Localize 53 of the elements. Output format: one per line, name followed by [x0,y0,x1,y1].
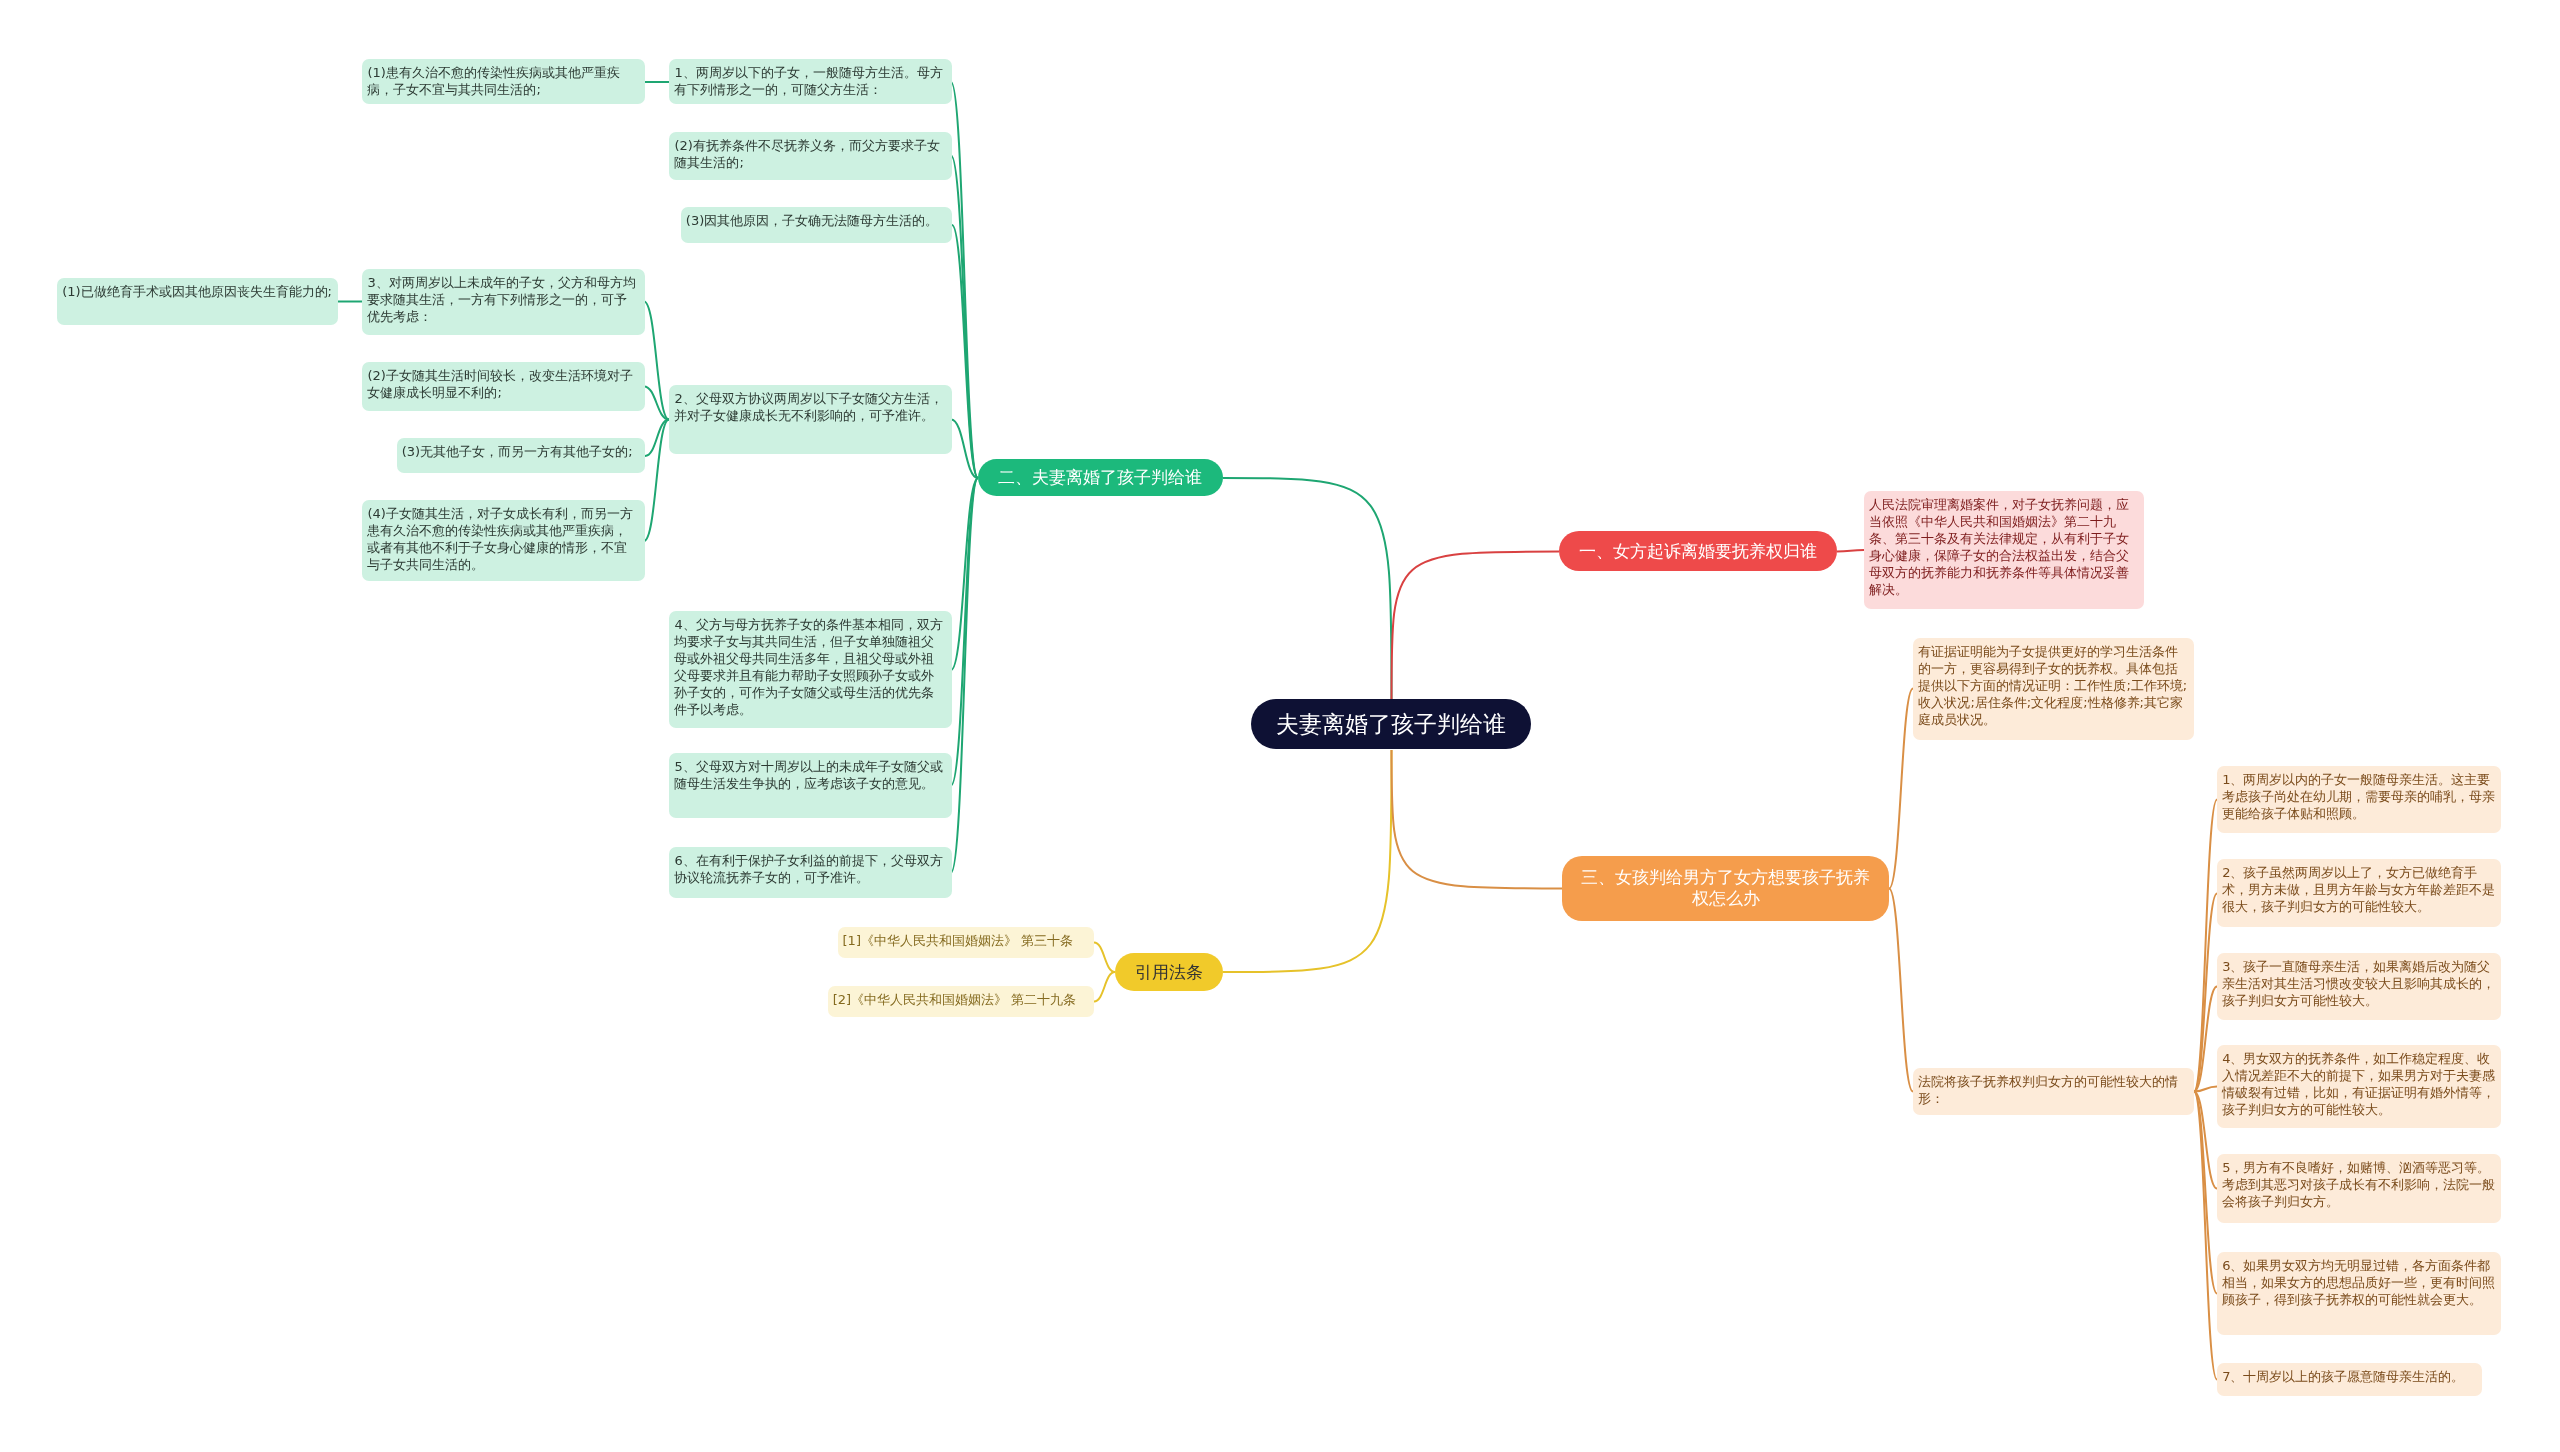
connector-line [950,81,979,479]
topic-box: (2)有抚养条件不尽抚养义务，而父方要求子女随其生活的; [669,132,952,180]
reference-box: [1]《中华人民共和国婚姻法》 第三十条 [837,927,1094,959]
topic-box: (4)子女随其生活，对子女成长有利，而另一方患有久治不愈的传染性疾病或其他严重疾病，或者有其他不利于子女身心健康的情形，不宜与子女共同生活的。 [362,499,645,582]
topic-box: 5，男方有不良嗜好，如赌博、汹酒等恶习等。考虑到其恶习对孩子成长有不利影响，法院一般会将孩子判归女方。 [2217,1154,2502,1223]
connector-line [950,477,979,874]
connector-line [950,418,979,479]
connector-line [951,224,979,479]
topic-box: 7、十周岁以上的孩子愿意随母亲生活的。 [2217,1363,2482,1396]
connector-line [643,300,670,421]
connector-line [1222,749,1393,973]
topic-box: 4、男女双方的抚养条件，如工作稳定程度、收入情况差距不大的前提下，如果男方对于夫妻感情破裂有过错，比如，有证据证明有婚外情等，孩子判归女方的可能性较大。 [2217,1044,2502,1129]
connector-line [1390,749,1563,890]
topic-box: 法院将孩子抚养权判归女方的可能性较大的情形： [1913,1067,2195,1116]
topic-box: 6、在有利于保护子女利益的前提下，父母双方协议轮流抚养子女的，可予准许。 [669,847,952,898]
connector-line [337,300,363,303]
branch-topic: 引用法条 [1115,953,1223,991]
connector-line [2193,1090,2218,1190]
central-topic: 夫妻离婚了孩子判给谁 [1250,698,1532,750]
connector-line [644,418,670,457]
connector-line [1888,887,1914,1093]
topic-box: 人民法院审理离婚案件，对子女抚养问题，应当依照《中华人民共和国婚姻法》第二十九条、第三十条及有关法律规定，从有利于子女身心健康，保障子女的合法权益出发，结合父母双方的抚养能力和抚养条件等具体情况妥善解决。 [1864,491,2144,609]
connector-line [643,418,670,542]
topic-box: (3)因其他原因，子女确无法随母方生活的。 [680,207,952,244]
connector-line [2193,1085,2218,1093]
topic-box: 4、父方与母方抚养子女的条件基本相同，双方均要求子女与其共同生活，但子女单独随祖父母或外祖父母共同生活多年，且祖父母或外祖父母要求并且有能力帮助子女照顾孙子女或外孙子女的，可作为子女随父或母生活的优先条件予以考虑。 [669,610,952,729]
topic-box: 3、对两周岁以上未成年的子女，父方和母方均要求随其生活，一方有下列情形之一的，可予优先考虑： [362,269,645,335]
connector-line [643,385,670,421]
connector-line [950,477,979,787]
branch-topic: 一、女方起诉离婚要抚养权归谁 [1559,530,1837,572]
topic-box: 2、孩子虽然两周岁以上了，女方已做绝育手术，男方未做，且男方年龄与女方年龄差距不是很大，孩子判归女方的可能性较大。 [2217,858,2502,928]
topic-box: (2)子女随其生活时间较长，改变生活环境对子女健康成长明显不利的; [362,362,645,412]
topic-box: (1)已做绝育手术或因其他原因丧失生育能力的; [57,277,338,325]
topic-box: 1、两周岁以下的子女，一般随母方生活。母方有下列情形之一的，可随父方生活： [669,58,952,105]
topic-box: 6、如果男女双方均无明显过错，各方面条件都相当，如果女方的思想品质好一些，更有时间照顾孩子，得到孩子抚养权的可能性就会更大。 [2217,1252,2502,1336]
connector-line [1093,971,1116,1003]
topic-box: 有证据证明能为子女提供更好的学习生活条件的一方，更容易得到子女的抚养权。具体包括提供以下方面的情况证明：工作性质;工作环境;收入状况;居住条件;文化程度;性格修养;其它家庭成员状况。 [1913,638,2195,740]
connector-line [1093,941,1116,973]
topic-box: 5、父母双方对十周岁以上的未成年子女随父或随母生活发生争执的，应考虑该子女的意见。 [669,752,952,818]
connector-line [1390,550,1560,700]
connector-line [1888,687,1914,890]
topic-box: 2、父母双方协议两周岁以下子女随父方生活，并对子女健康成长无不利影响的，可予准许。 [669,385,952,454]
connector-line [2193,985,2218,1093]
connector-line [1836,549,1865,553]
topic-box: (3)无其他子女，而另一方有其他子女的; [396,437,645,474]
topic-box: 1、两周岁以内的子女一般随母亲生活。这主要考虑孩子尚处在幼儿期，需要母亲的哺乳，母亲更能给孩子体贴和照顾。 [2217,765,2502,833]
topic-box: 3、孩子一直随母亲生活，如果离婚后改为随父亲生活对其生活习惯改变较大且影响其成长的，孩子判归女方可能性较大。 [2217,953,2502,1021]
connector-line [643,81,670,83]
connector-line [950,477,979,671]
branch-topic: 三、女孩判给男方了女方想要孩子抚养权怎么办 [1562,855,1889,921]
topic-box: (1)患有久治不愈的传染性疾病或其他严重疾病，子女不宜与其共同生活的; [362,58,645,105]
branch-topic: 二、夫妻离婚了孩子判给谁 [977,458,1223,497]
reference-box: [2]《中华人民共和国婚姻法》 第二十九条 [827,986,1094,1018]
